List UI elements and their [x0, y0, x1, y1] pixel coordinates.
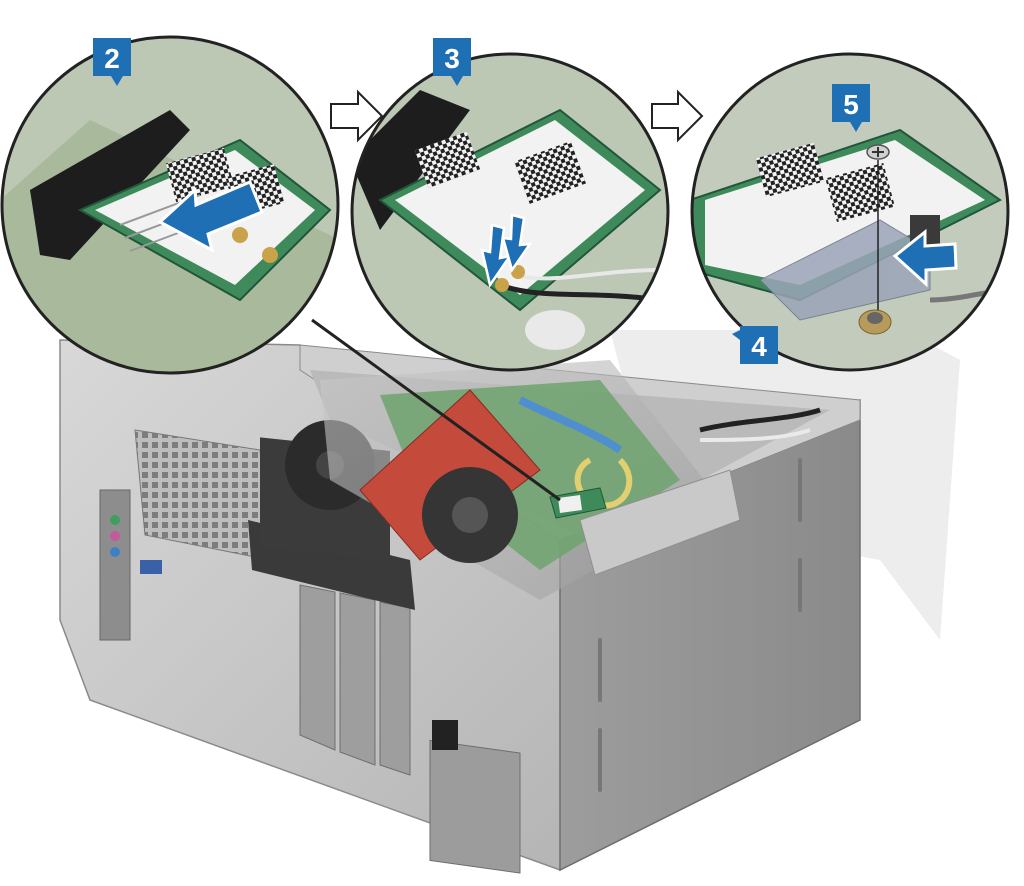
step-number-5: 5: [843, 89, 859, 120]
zoom-callout-insert-card: [0, 30, 340, 390]
screw-icon: [867, 145, 889, 159]
step-number-2: 2: [104, 43, 120, 74]
computer-chassis: [60, 330, 960, 873]
step-number-3: 3: [444, 43, 460, 74]
step-number-4: 4: [751, 331, 767, 362]
flow-arrow-icon: [652, 92, 702, 140]
